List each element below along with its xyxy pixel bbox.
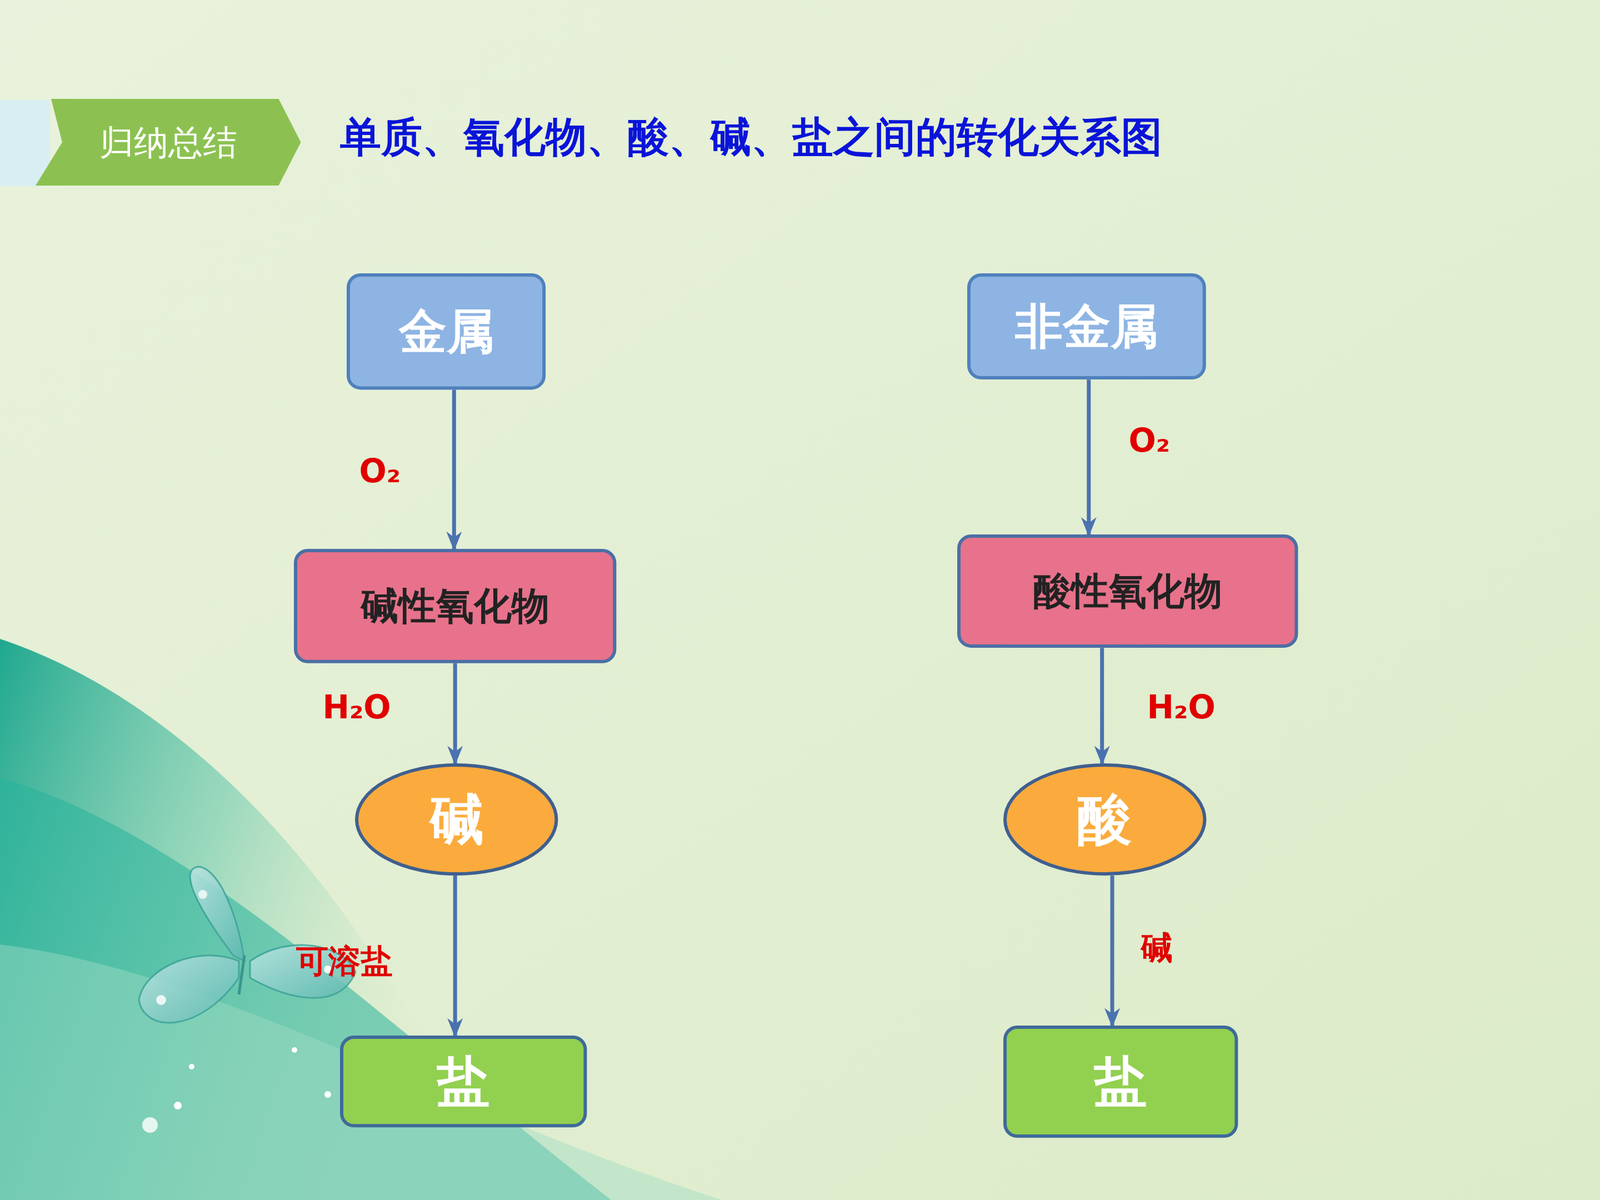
- element-box: 金属: [346, 273, 546, 390]
- node-label: 盐: [1093, 1051, 1148, 1113]
- node-label: 碱: [429, 788, 484, 852]
- edge-label: H₂O: [1146, 690, 1215, 726]
- node-label: 碱性氧化物: [360, 584, 550, 628]
- arrow-connector: [453, 875, 458, 1036]
- swoosh: [0, 944, 723, 1200]
- node-label: 酸: [1077, 788, 1132, 852]
- edge-label: O₂: [1128, 423, 1170, 459]
- salt-box: 盐: [1003, 1025, 1238, 1138]
- acid-ellipse: 酸: [1003, 763, 1207, 876]
- tag-strip: [0, 100, 50, 187]
- edge-label: O₂: [359, 453, 402, 490]
- section-tag: 归纳总结: [35, 98, 302, 186]
- arrow-connector: [1086, 379, 1091, 535]
- salt-box: 盐: [340, 1035, 587, 1128]
- base-ellipse: 碱: [355, 763, 559, 876]
- diagram-title: 单质、氧化物、酸、碱、盐之间的转化关系图: [340, 114, 1163, 160]
- node-label: 盐: [436, 1051, 490, 1113]
- node-label: 金属: [398, 303, 495, 359]
- sparkles: [142, 1047, 332, 1133]
- oxide-box: 酸性氧化物: [957, 534, 1298, 648]
- oxide-box: 碱性氧化物: [293, 548, 617, 664]
- edge-label: 碱: [1140, 930, 1173, 967]
- arrow-connector: [452, 390, 457, 550]
- node-label: 归纳总结: [99, 122, 238, 163]
- arrow-connector: [1100, 647, 1104, 764]
- element-box: 非金属: [967, 273, 1207, 380]
- arrow-connector: [1110, 875, 1115, 1026]
- edge-label: 可溶盐: [296, 943, 393, 980]
- node-label: 酸性氧化物: [1033, 569, 1223, 613]
- edge-label: H₂O: [322, 690, 391, 726]
- arrow-connector: [453, 663, 458, 764]
- node-label: 非金属: [1015, 298, 1159, 354]
